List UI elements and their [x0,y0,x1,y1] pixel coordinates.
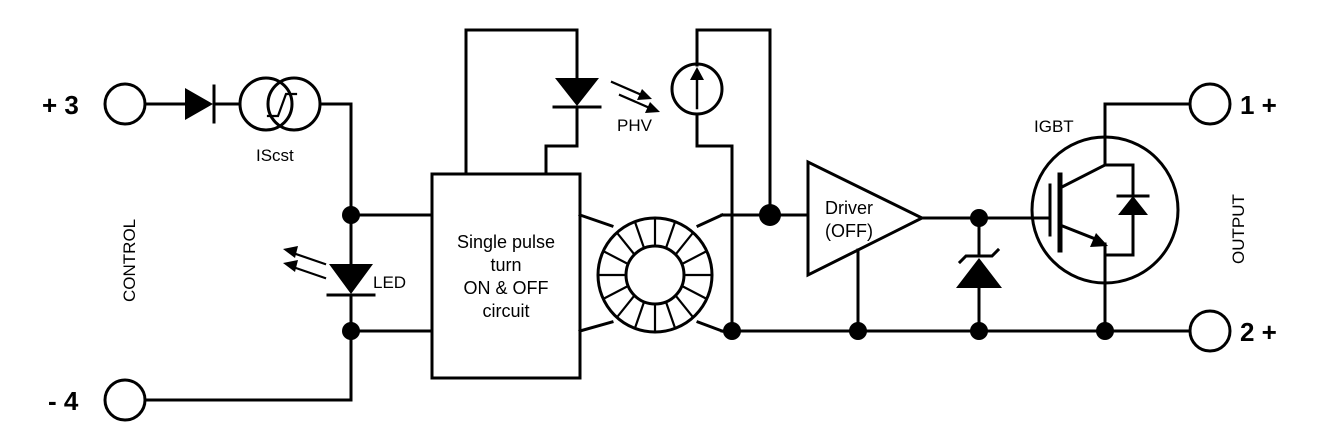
terminal-4 [103,378,147,422]
junction-node [1096,322,1114,340]
terminal-3 [103,82,147,126]
circuit-box-line-1: Single pulse [457,232,555,252]
zener-diode-icon [956,216,1002,340]
junction-node [970,322,988,340]
igbt-label: IGBT [1034,117,1074,136]
junction-node [849,322,867,340]
junction-node [759,204,781,226]
photovoltaic-source-icon [670,62,724,116]
led-icon [283,246,376,297]
circuit-box-line-2: turn [490,255,521,275]
igbt-icon: IGBT [1030,102,1192,340]
pulse-circuit-block: Single pulse turn ON & OFF circuit [430,172,582,380]
light-arrows-icon [610,80,660,113]
terminal-2-label: 2 + [1240,317,1277,347]
toroid-transformer-icon [578,213,724,334]
control-label: CONTROL [120,219,139,302]
driver-label-1: Driver [825,198,873,218]
iscst-label: IScst [256,146,294,165]
junction-node [723,322,741,340]
led-label: LED [373,273,406,292]
terminal-2 [1188,309,1232,353]
terminal-1 [1188,82,1232,126]
current-source-icon [238,76,322,132]
phv-label: PHV [617,116,653,135]
terminal-4-label: - 4 [48,386,79,416]
output-section: 1 + 2 + OUTPUT [1188,82,1277,353]
terminal-3-label: + 3 [42,90,79,120]
diode-icon [185,84,216,124]
control-input-section: + 3 IScst CONTROL LED [42,76,434,422]
opto-section: PHV [464,28,772,333]
circuit-box-line-4: circuit [482,301,529,321]
output-label: OUTPUT [1229,194,1248,264]
circuit-box-line-3: ON & OFF [464,278,549,298]
opto-led-icon [552,78,602,109]
driver-label-2: (OFF) [825,221,873,241]
driver-block: Driver (OFF) [806,159,926,340]
terminal-1-label: 1 + [1240,90,1277,120]
